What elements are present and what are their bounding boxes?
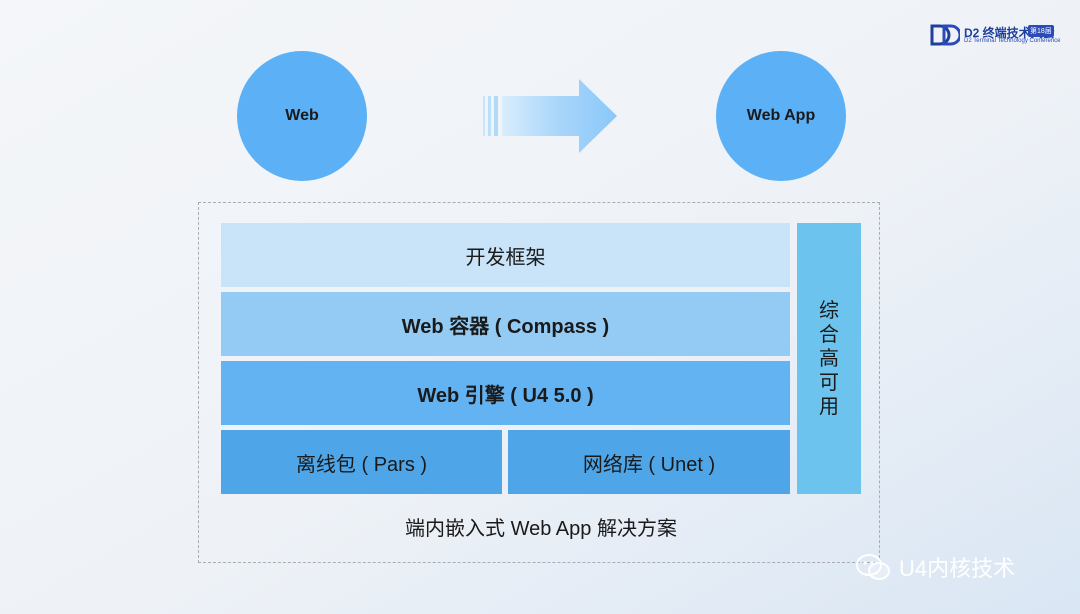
- diagram-caption: 端内嵌入式 Web App 解决方案: [405, 518, 677, 540]
- web-app-circle-label: Web App: [746, 107, 816, 124]
- container-label: Web 容器 ( Compass ): [401, 315, 610, 338]
- engine-label: Web 引擎 ( U4 5.0 ): [417, 384, 594, 407]
- web-circle-label: Web: [285, 107, 319, 124]
- engine-layer: Web 引擎 ( U4 5.0 ): [221, 361, 790, 425]
- high-availability-label: 综合高可用: [819, 299, 839, 418]
- framework-layer: 开发框架: [221, 223, 790, 287]
- network-library-layer: 网络库 ( Unet ): [508, 430, 790, 494]
- logo-subtitle: D2 Terminal Technology Conference: [964, 38, 1061, 44]
- framework-label: 开发框架: [465, 246, 546, 269]
- web-app-circle: Web App: [716, 51, 846, 181]
- web-circle: Web: [237, 51, 367, 181]
- high-availability-column: 综合高可用: [797, 223, 861, 494]
- wechat-watermark: U4内核技术: [855, 552, 1015, 582]
- d2-logo-icon: [930, 24, 960, 46]
- network-library-label: 网络库 ( Unet ): [582, 453, 716, 476]
- wechat-icon: [856, 554, 890, 580]
- offline-package-layer: 离线包 ( Pars ): [221, 430, 502, 494]
- right-arrow-icon: [483, 79, 617, 153]
- solution-boundary: [198, 202, 880, 563]
- watermark-text: U4内核技术: [899, 556, 1016, 581]
- offline-package-label: 离线包 ( Pars ): [295, 453, 428, 476]
- conference-logo: D2 终端技术大会 第18届 D2 Terminal Technology Co…: [930, 24, 1070, 48]
- logo-badge: 第18届: [1028, 25, 1054, 37]
- container-layer: Web 容器 ( Compass ): [221, 292, 790, 356]
